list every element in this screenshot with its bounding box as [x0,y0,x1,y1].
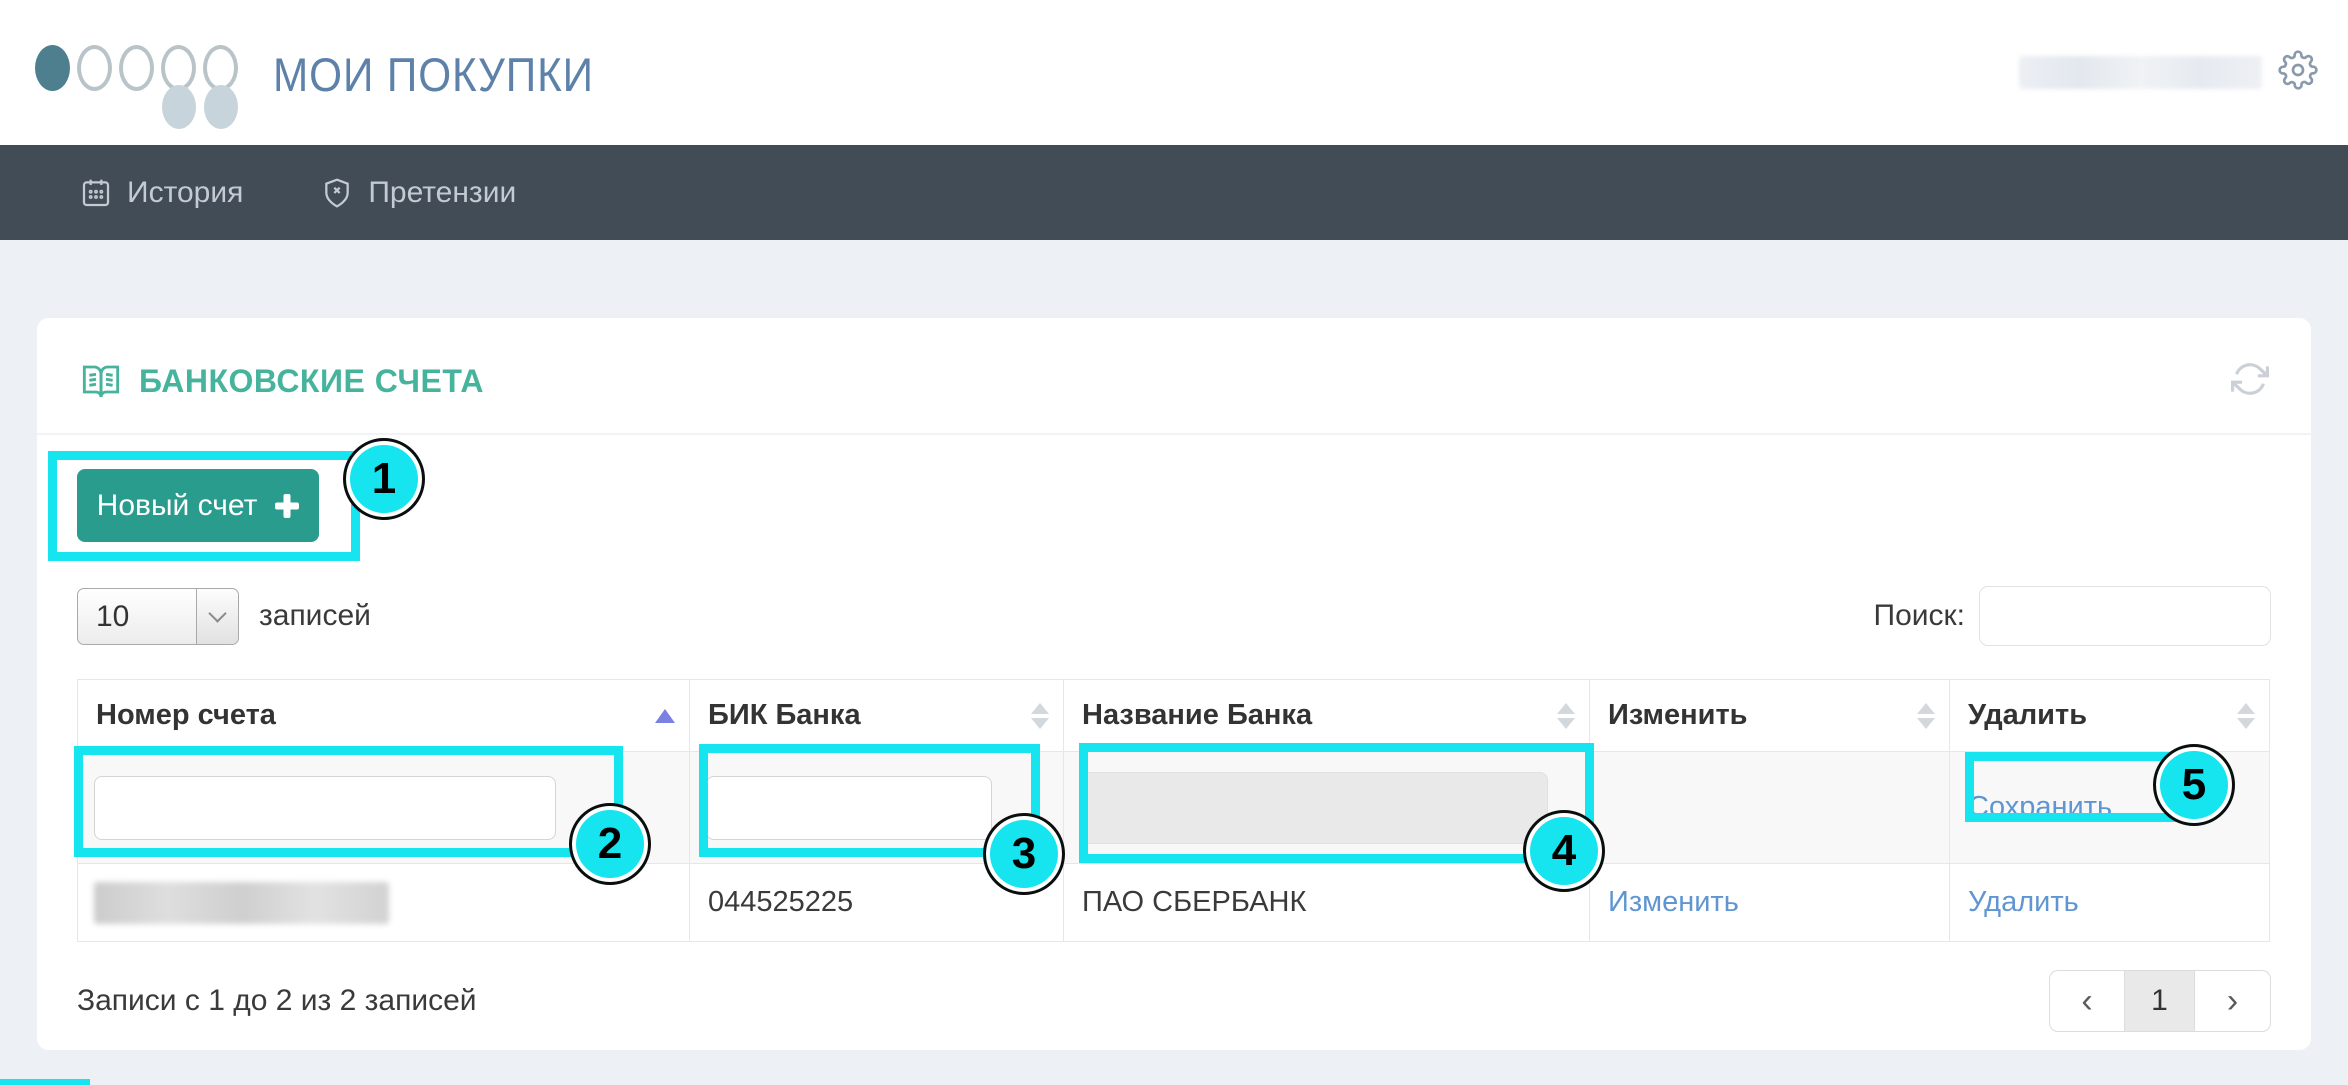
pagination: ‹ 1 › [2049,970,2271,1032]
edit-link[interactable]: Изменить [1608,886,1739,918]
delete-link[interactable]: Удалить [1968,886,2079,918]
new-account-button-label: Новый счет [96,488,258,522]
edit-cell-empty [1589,751,1950,864]
nav-item-label: Претензии [368,175,517,209]
logo-circle-icon [119,44,154,91]
shield-icon [325,177,350,208]
plus-icon [275,494,299,518]
bank-name-value: ПАО СБЕРБАНК [1082,886,1307,918]
column-header-bik[interactable]: БИК Банка [689,679,1064,752]
sort-icon [1031,702,1049,729]
book-icon [82,365,120,397]
bank-accounts-panel: БАНКОВСКИЕ СЧЕТА Новый счет 10 записей П… [37,318,2311,1050]
bank-accounts-table: Номер счета БИК Банка Название Банка Изм… [77,679,2270,942]
gear-icon[interactable] [2278,50,2318,95]
app-title: МОИ ПОКУПКИ [273,48,594,101]
table-header-row: Номер счета БИК Банка Название Банка Изм… [77,679,2270,752]
logo-circle-icon [203,44,238,91]
nav-item-claims[interactable]: Претензии [321,176,516,210]
page-size-select[interactable]: 10 [77,587,239,645]
page-size-value: 10 [96,599,130,633]
logo-circle-icon [162,84,196,129]
redacted-user-info [2019,56,2262,89]
sort-icon [1557,702,1575,729]
logo-circle-icon [35,44,70,91]
table-row: 044525225 ПАО СБЕРБАНК Изменить Удалить [77,863,2270,942]
sort-asc-icon [655,708,675,723]
calendar-icon [82,179,110,206]
bik-value: 044525225 [708,886,854,918]
logo-circle-icon [161,44,196,91]
search-label: Поиск: [1873,599,1965,632]
refresh-icon[interactable] [2231,360,2269,403]
column-header-bank-name[interactable]: Название Банка [1063,679,1590,752]
column-header-edit[interactable]: Изменить [1589,679,1950,752]
pagination-prev-button[interactable]: ‹ [2049,970,2125,1032]
pagination-next-button[interactable]: › [2195,970,2271,1032]
panel-title: БАНКОВСКИЕ СЧЕТА [139,363,484,399]
chevron-down-icon [196,588,238,644]
nav-item-label: История [127,175,244,209]
logo-circle-icon [204,84,238,129]
new-account-button[interactable]: Новый счет [77,469,319,542]
column-label: Удалить [1968,699,2088,731]
save-link[interactable]: Сохранить [1968,791,2113,823]
column-label: Изменить [1608,699,1748,731]
main-nav: История Претензии [0,145,2348,240]
records-suffix-label: записей [259,599,371,632]
page-content: БАНКОВСКИЕ СЧЕТА Новый счет 10 записей П… [0,240,2348,1085]
top-header: МОИ ПОКУПКИ [0,0,2348,145]
records-summary: Записи с 1 до 2 из 2 записей [77,984,477,1017]
account-number-input[interactable] [94,775,556,840]
sort-icon [2237,702,2255,729]
nav-item-history[interactable]: История [80,176,243,210]
sort-icon [1917,702,1935,729]
logo-circle-icon [77,44,112,91]
search-input[interactable] [1979,586,2271,646]
bik-input[interactable] [706,775,992,840]
new-account-edit-row: Сохранить [77,751,2270,864]
bank-name-input-disabled [1080,771,1548,844]
column-header-account-number[interactable]: Номер счета [77,679,690,752]
column-label: Номер счета [96,699,276,731]
column-label: Название Банка [1082,699,1313,731]
column-header-delete[interactable]: Удалить [1949,679,2270,752]
column-label: БИК Банка [708,699,861,731]
pagination-page-1[interactable]: 1 [2125,970,2195,1032]
redacted-account-number [94,881,389,924]
logo [35,23,255,129]
